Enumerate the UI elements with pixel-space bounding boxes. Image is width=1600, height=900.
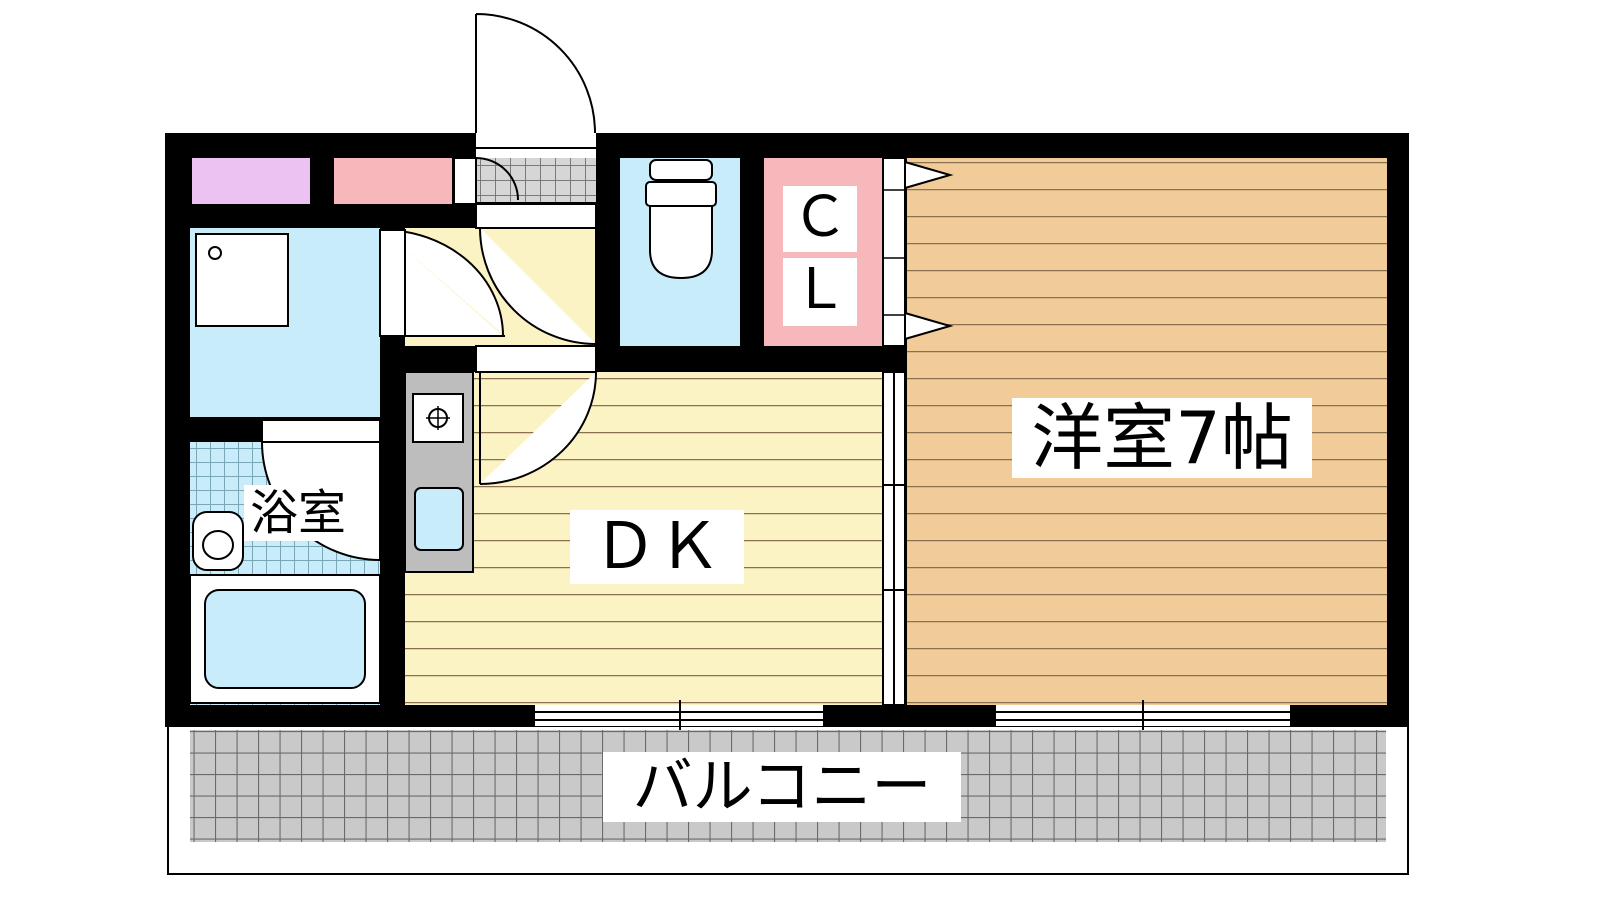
closet-label-c: Ｃ [783, 186, 857, 252]
storage-right [334, 158, 452, 204]
sliding-door [882, 371, 906, 706]
western-room-window [996, 700, 1290, 730]
entrance-floor [476, 158, 596, 202]
hall-doors [379, 203, 597, 485]
balcony-label: バルコニー [603, 752, 961, 822]
closet-door [882, 157, 954, 347]
kitchen-counter [404, 371, 474, 573]
entrance-door [453, 13, 596, 205]
bath-label: 浴室 [244, 485, 352, 541]
bathtub [189, 574, 381, 704]
storage-left [192, 158, 310, 204]
bath-sink [192, 511, 244, 571]
dk-label: ＤＫ [570, 510, 744, 584]
washing-machine [195, 233, 289, 327]
dk-window [535, 700, 823, 730]
western-room-label: 洋室7帖 [1012, 398, 1312, 478]
closet-label-l: Ｌ [783, 258, 857, 326]
toilet-fixture [645, 159, 717, 280]
